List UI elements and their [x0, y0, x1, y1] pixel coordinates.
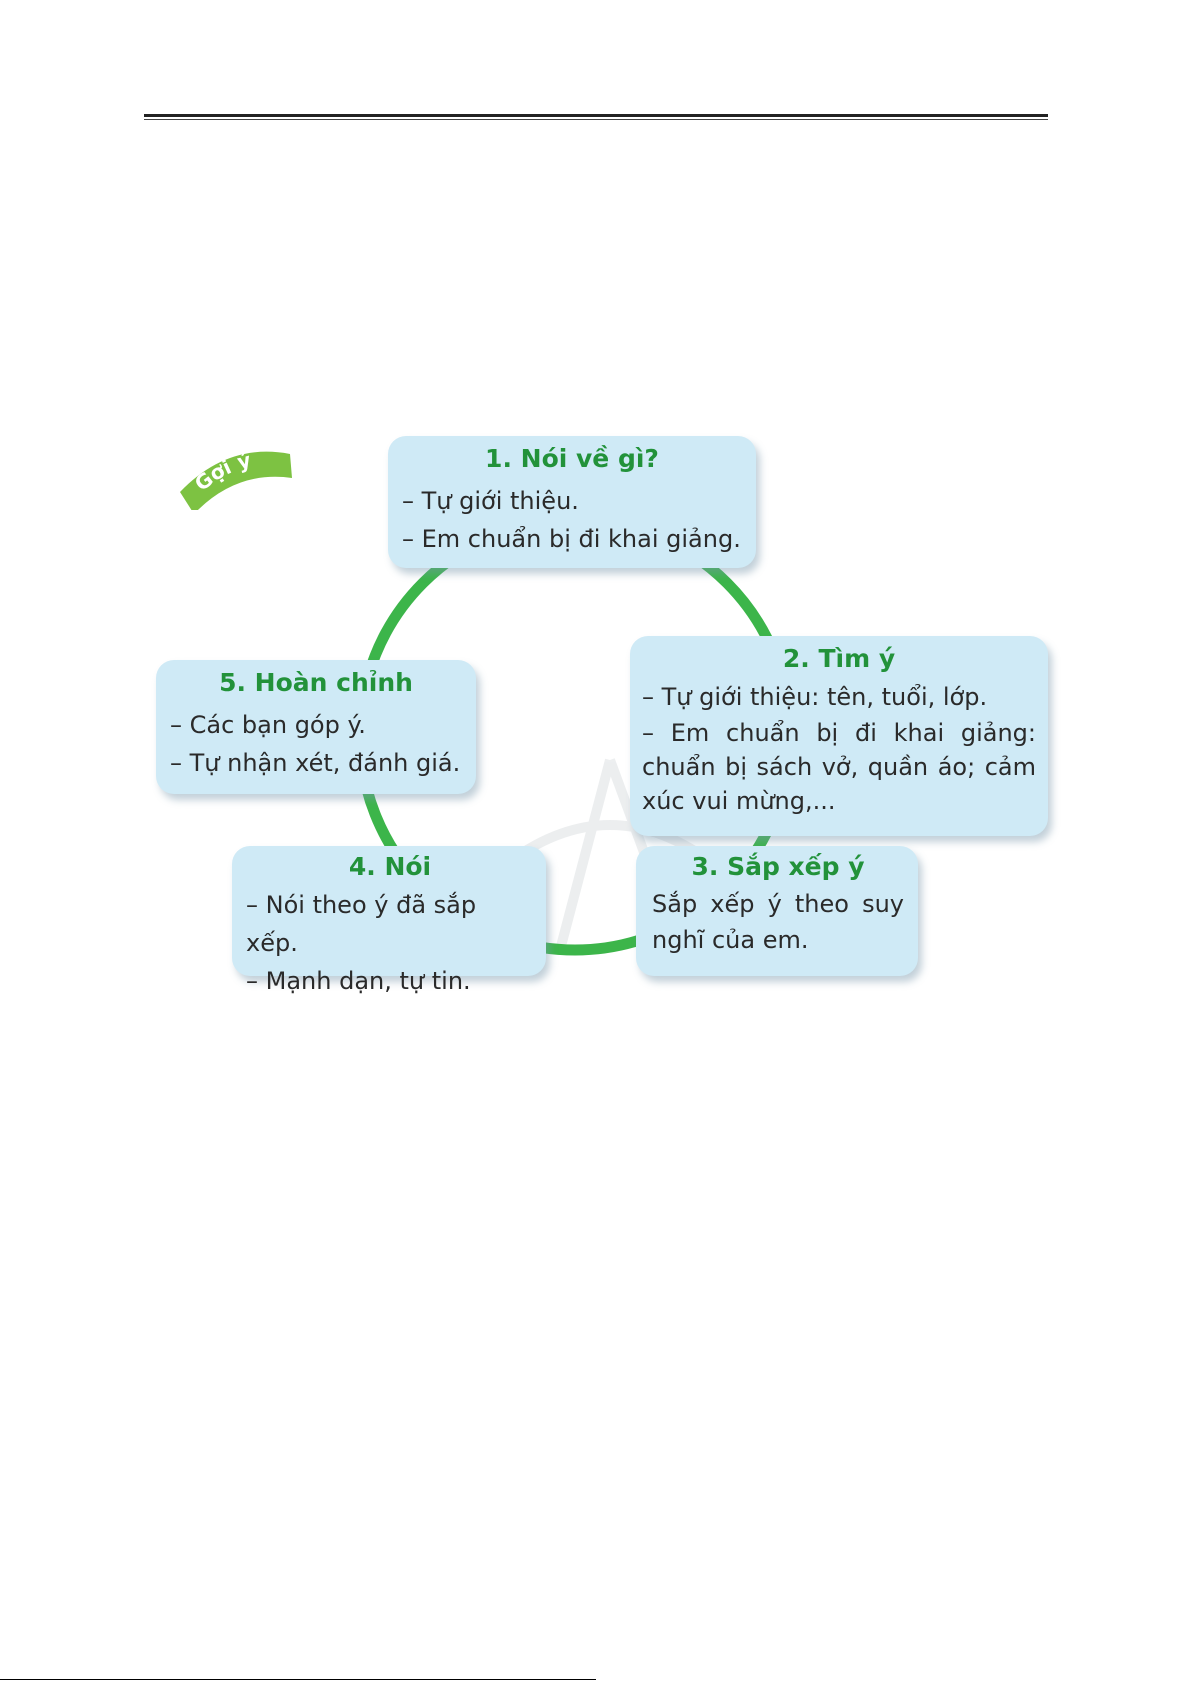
bottom-rule: [0, 1679, 596, 1680]
step-3-line-1: Sắp xếp ý theo suy nghĩ của em.: [652, 890, 904, 954]
step-2-line-1: – Tự giới thiệu: tên, tuổi, lớp.: [642, 683, 988, 711]
step-5-line-1: – Các bạn góp ý.: [170, 711, 366, 739]
top-rule: [144, 114, 1048, 117]
step-2-box: 2. Tìm ý – Tự giới thiệu: tên, tuổi, lớp…: [630, 636, 1048, 836]
step-1-line-2: – Em chuẩn bị đi khai giảng.: [402, 525, 741, 553]
step-1-box: 1. Nói về gì? – Tự giới thiệu. – Em chuẩ…: [388, 436, 756, 568]
step-1-title: 1. Nói về gì?: [485, 444, 659, 473]
step-4-title: 4. Nói: [348, 852, 432, 881]
step-3-box: 3. Sắp xếp ý Sắp xếp ý theo suy nghĩ của…: [636, 846, 918, 976]
speaking-process-diagram: Gợi ý 1. Nói về gì? – Tự giới thiệu. – E…: [140, 430, 1060, 995]
goi-y-badge: Gợi ý: [180, 448, 292, 510]
step-4-line-1: – Nói theo ý đã sắp xếp.: [246, 891, 477, 957]
top-rule-thin: [144, 119, 1048, 120]
step-4-line-2: – Mạnh dạn, tự tin.: [246, 967, 471, 995]
step-5-line-2: – Tự nhận xét, đánh giá.: [170, 749, 461, 777]
step-3-title: 3. Sắp xếp ý: [691, 852, 865, 881]
step-5-box: 5. Hoàn chỉnh – Các bạn góp ý. – Tự nhận…: [156, 660, 476, 794]
step-4-box: 4. Nói – Nói theo ý đã sắp xếp. – Mạnh d…: [232, 846, 546, 995]
step-2-line-2: – Em chuẩn bị đi khai giảng: chuẩn bị sá…: [642, 719, 1036, 815]
step-2-title: 2. Tìm ý: [782, 644, 896, 673]
step-1-line-1: – Tự giới thiệu.: [402, 487, 579, 515]
step-5-title: 5. Hoàn chỉnh: [219, 668, 413, 697]
